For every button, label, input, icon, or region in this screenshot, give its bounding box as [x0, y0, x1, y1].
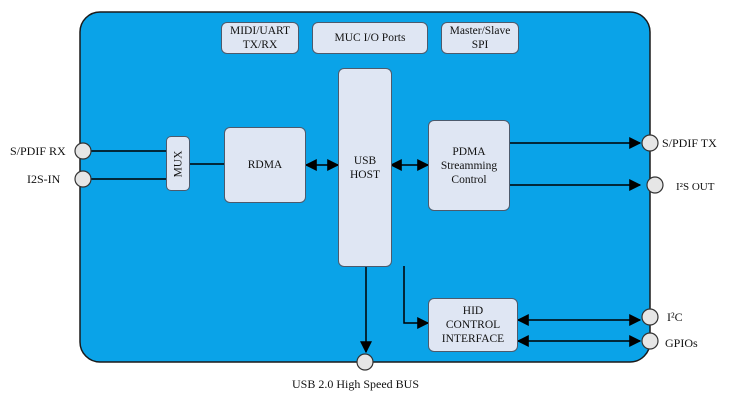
spdif-tx-label: S/PDIF TX [662, 136, 717, 150]
usb-hid-wire [403, 266, 430, 329]
hid-line1: HID [462, 305, 484, 317]
i2s-out-label: I²S OUT [676, 181, 715, 193]
port-i2s-out [646, 176, 664, 194]
pdma-block: PDMA Streamming Control [428, 120, 510, 211]
port-i2c [641, 308, 659, 326]
hid-line2: CONTROL [445, 319, 501, 331]
midi-uart-line1: MIDI/UART [230, 25, 290, 37]
mux-block: MUX [166, 136, 190, 191]
pdma-line1: PDMA [452, 145, 486, 158]
pdma-line2: Streamming [440, 159, 498, 172]
port-gpios [641, 332, 659, 350]
hid-line3: INTERFACE [441, 333, 505, 345]
mux-label: MUX [172, 150, 184, 177]
spi-line1: Master/Slave [449, 25, 511, 37]
usb-host-line1: USB [353, 154, 377, 167]
master-slave-spi-block: Master/Slave SPI [441, 22, 519, 54]
port-spdif-rx [74, 142, 92, 160]
port-spdif-tx [641, 134, 659, 152]
port-usb-bus [356, 353, 374, 371]
usb-host-line2: HOST [349, 168, 381, 181]
i2c-label: I²C [667, 310, 683, 324]
hid-block: HID CONTROL INTERFACE [428, 298, 518, 352]
i2s-in-label: I2S-IN [27, 172, 61, 186]
usb-host-block: USB HOST [338, 68, 392, 267]
midi-uart-line2: TX/RX [242, 39, 278, 51]
usb-bus-label: USB 2.0 High Speed BUS [292, 377, 420, 391]
rdma-label: RDMA [247, 159, 283, 171]
spdif-rx-label: S/PDIF RX [10, 144, 66, 158]
gpios-label: GPIOs [665, 336, 698, 350]
muc-io-block: MUC I/O Ports [312, 22, 428, 54]
port-i2s-in [74, 170, 92, 188]
rdma-block: RDMA [224, 127, 306, 203]
pdma-line3: Control [451, 173, 487, 186]
muc-io-label: MUC I/O Ports [334, 32, 406, 44]
midi-uart-block: MIDI/UART TX/RX [221, 22, 299, 54]
spi-line2: SPI [471, 39, 489, 51]
